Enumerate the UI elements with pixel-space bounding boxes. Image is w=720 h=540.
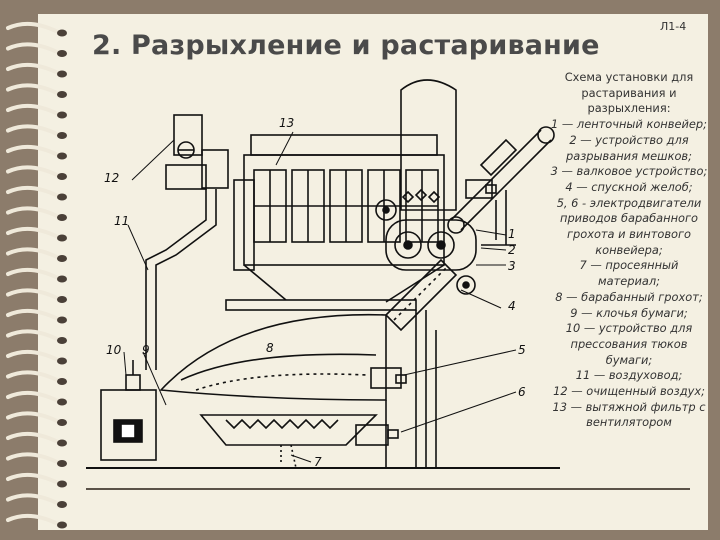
binding-hole bbox=[57, 91, 67, 98]
binding-ring bbox=[6, 370, 60, 383]
binding-hole bbox=[57, 316, 67, 324]
binding-hole bbox=[57, 357, 67, 365]
binding-ring bbox=[6, 329, 60, 342]
slide-number: Л1-4 bbox=[660, 20, 687, 33]
binding-hole bbox=[57, 419, 67, 426]
binding-hole bbox=[57, 214, 67, 221]
binding-ring bbox=[6, 493, 60, 506]
binding-hole bbox=[57, 521, 67, 529]
binding-ring bbox=[6, 165, 60, 178]
binding-hole bbox=[57, 234, 67, 242]
label-1: 1 bbox=[508, 227, 516, 241]
binding-hole bbox=[57, 111, 67, 119]
binding-ring bbox=[6, 42, 60, 55]
label-6: 6 bbox=[518, 385, 526, 399]
slide-title: 2. Разрыхление и растаривание bbox=[92, 30, 600, 61]
caption-item: 10 — устройство для прессования тюков бу… bbox=[565, 321, 693, 367]
binding-hole bbox=[57, 29, 67, 37]
binding-ring bbox=[6, 226, 60, 239]
binding-ring bbox=[6, 206, 60, 219]
label-13: 13 bbox=[279, 116, 294, 130]
caption-item: 8 — барабанный грохот; bbox=[555, 289, 703, 304]
installation-diagram: 12 11 13 1 2 3 4 5 6 7 8 9 10 bbox=[86, 79, 560, 469]
discharge-chute bbox=[384, 258, 458, 332]
binding-ring bbox=[6, 472, 60, 485]
binding-hole bbox=[57, 296, 67, 303]
caption-item: 3 — валковое устройство; bbox=[550, 164, 708, 179]
label-7: 7 bbox=[314, 455, 322, 469]
binding-hole bbox=[57, 193, 67, 201]
roller-right bbox=[427, 231, 455, 259]
motor-6 bbox=[355, 424, 389, 446]
binding-ring bbox=[6, 513, 60, 526]
label-9: 9 bbox=[142, 343, 150, 357]
motor-5 bbox=[370, 367, 402, 389]
binding-hole bbox=[57, 501, 67, 508]
figure-caption: Схема установки для растаривания и разры… bbox=[548, 70, 710, 431]
caption-item: 12 — очищенный воздух; bbox=[553, 384, 705, 399]
binding-ring bbox=[6, 349, 60, 362]
binding-hole bbox=[57, 70, 67, 78]
drum-screen bbox=[159, 313, 387, 401]
binding-hole bbox=[57, 255, 67, 262]
binding-ring bbox=[6, 431, 60, 444]
binding-ring bbox=[6, 411, 60, 424]
binding-ring bbox=[6, 62, 60, 75]
binding-ring bbox=[6, 308, 60, 321]
caption-heading: Схема установки для растаривания и разры… bbox=[564, 70, 694, 116]
belt-conveyor bbox=[450, 129, 542, 221]
binding-hole bbox=[57, 460, 67, 467]
binding-ring bbox=[6, 185, 60, 198]
roller-device bbox=[385, 219, 477, 271]
binding-hole bbox=[57, 378, 67, 385]
binding-ring bbox=[6, 452, 60, 465]
binding-hole bbox=[57, 173, 67, 180]
caption-item: 13 — вытяжной фильтр с вентилятором bbox=[552, 399, 706, 430]
binding-ring bbox=[6, 21, 60, 34]
binding-ring bbox=[6, 288, 60, 301]
binding-ring bbox=[6, 144, 60, 157]
caption-item: 5, 6 - электродвигатели приводов барабан… bbox=[556, 195, 702, 257]
caption-item: 7 — просеянный материал; bbox=[579, 258, 679, 289]
notebook-binding bbox=[6, 21, 67, 529]
paper-background bbox=[38, 14, 708, 530]
binding-hole bbox=[57, 132, 67, 139]
binding-hole bbox=[57, 439, 67, 447]
label-11: 11 bbox=[114, 214, 129, 228]
roller-left bbox=[394, 231, 422, 259]
label-5: 5 bbox=[518, 343, 526, 357]
label-4: 4 bbox=[508, 299, 516, 313]
binding-hole bbox=[57, 50, 67, 57]
caption-item: 1 — ленточный конвейер; bbox=[551, 117, 707, 132]
binding-hole bbox=[57, 398, 67, 406]
label-2: 2 bbox=[508, 243, 516, 257]
binding-ring bbox=[6, 247, 60, 260]
binding-ring bbox=[6, 390, 60, 403]
caption-item: 2 — устройство для разрывания мешков; bbox=[566, 132, 692, 163]
label-10: 10 bbox=[106, 343, 122, 357]
binding-hole bbox=[57, 275, 67, 283]
label-8: 8 bbox=[266, 341, 274, 355]
caption-item: 11 — воздуховод; bbox=[575, 368, 683, 383]
binding-hole bbox=[57, 152, 67, 160]
binding-hole bbox=[57, 337, 67, 344]
bottom-rule bbox=[86, 488, 690, 490]
binding-hole bbox=[57, 480, 67, 488]
bag-ripper bbox=[401, 188, 441, 204]
binding-ring bbox=[6, 267, 60, 280]
binding-ring bbox=[6, 103, 60, 116]
caption-item: 9 — клочья бумаги; bbox=[570, 305, 688, 320]
label-3: 3 bbox=[508, 259, 516, 273]
caption-item: 4 — спускной желоб; bbox=[565, 179, 693, 194]
binding-ring bbox=[6, 124, 60, 137]
binding-ring bbox=[6, 83, 60, 96]
label-12: 12 bbox=[104, 171, 119, 185]
